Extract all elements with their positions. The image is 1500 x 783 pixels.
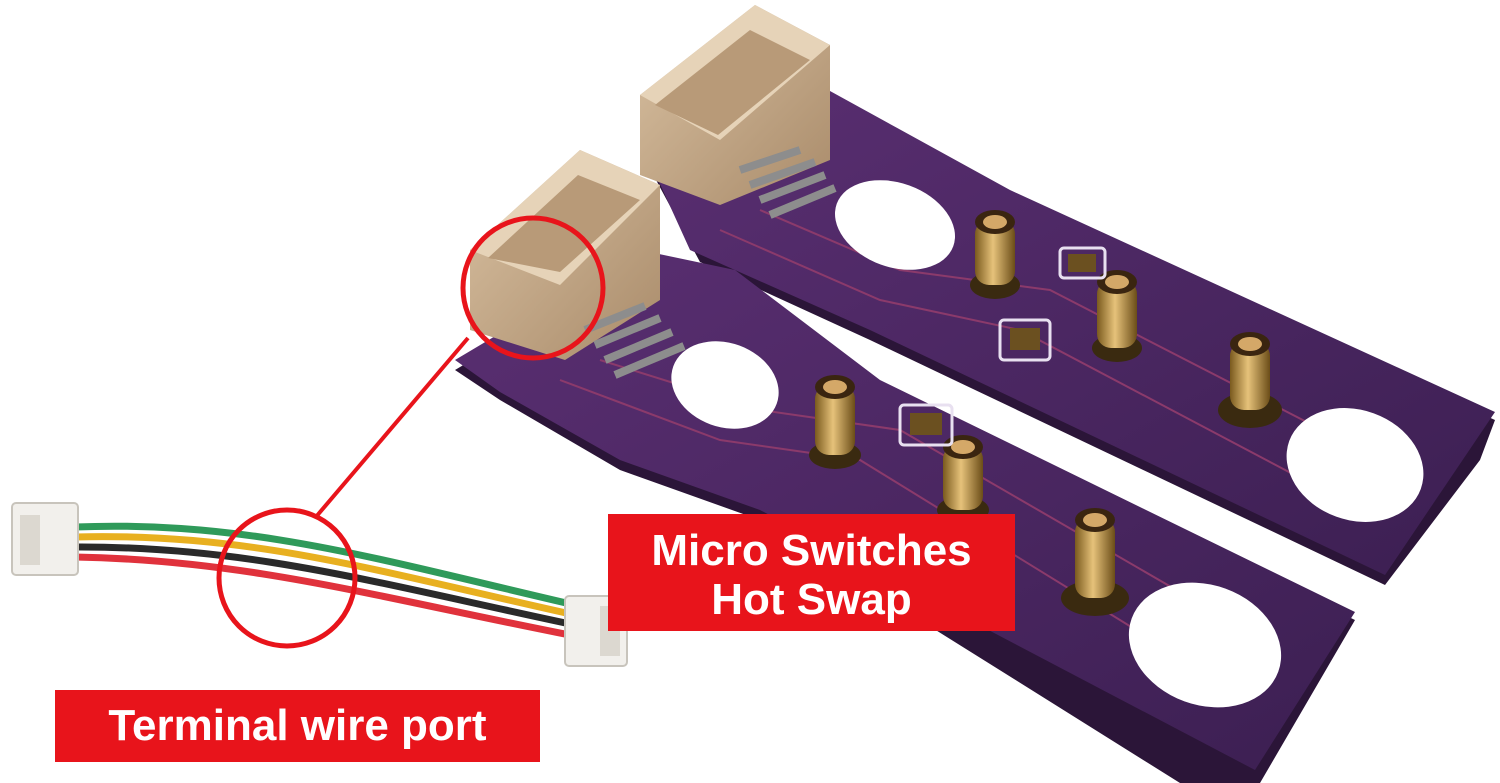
cable-plug-left (11, 502, 79, 576)
mounting-hole (671, 341, 779, 429)
hot-swap-socket (1061, 508, 1129, 616)
terminal-wire-label: Terminal wire port (55, 690, 540, 762)
hot-swap-socket (1092, 270, 1142, 362)
smd-component (998, 318, 1052, 362)
callout-line (313, 336, 470, 520)
mounting-hole (1128, 582, 1282, 708)
mounting-hole (1286, 408, 1424, 522)
smd-component (1058, 246, 1107, 280)
micro-switches-label-line2: Hot Swap (711, 575, 912, 625)
hot-swap-socket (1218, 332, 1282, 428)
jst-connector (640, 5, 837, 219)
jst-connector (470, 150, 686, 379)
smd-component (898, 403, 954, 447)
callout-circle-wire (216, 507, 358, 649)
micro-switches-label-line1: Micro Switches (651, 526, 972, 575)
callout-circle-connector (460, 215, 606, 361)
hot-swap-socket (970, 210, 1020, 299)
mounting-hole (834, 180, 956, 270)
terminal-cable (11, 502, 628, 667)
pcb-board-back (640, 80, 1495, 585)
hot-swap-socket (937, 435, 989, 524)
hot-swap-socket (809, 375, 861, 469)
micro-switches-label: Micro Switches Hot Swap (608, 514, 1015, 631)
